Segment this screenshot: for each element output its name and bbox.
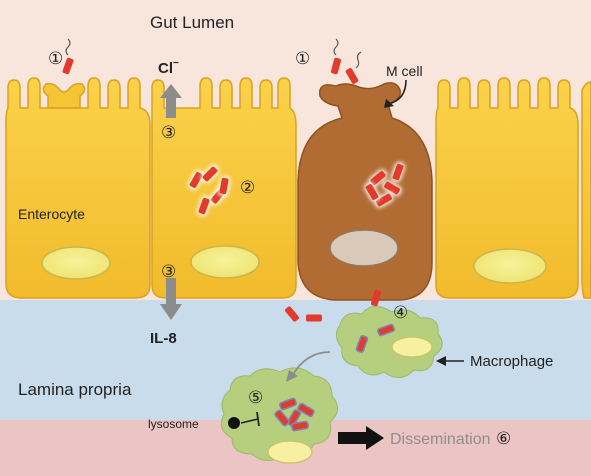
lysosome-label: lysosome <box>148 417 199 431</box>
m-cell-pointer-arrowhead <box>384 99 394 108</box>
bacteria-group <box>62 57 405 432</box>
salmonella-bacterium <box>202 166 218 182</box>
salmonella-bacterium <box>284 306 300 322</box>
step-4-marker: ④ <box>393 303 408 322</box>
flagellum <box>355 51 362 69</box>
nucleus <box>41 246 111 280</box>
salmonella-bacterium <box>189 172 203 188</box>
chloride-secretion-arrow <box>160 84 182 118</box>
salmonella-bacterium <box>345 68 359 84</box>
chloride-label: Cl− <box>158 58 179 77</box>
salmonella-bacterium <box>370 289 382 307</box>
flagellum <box>65 38 71 56</box>
salmonella-bacterium <box>274 409 290 427</box>
step-1-marker-m-cell: ① <box>295 49 310 68</box>
salmonella-bacterium <box>297 402 315 418</box>
salmonella-bacterium <box>219 177 229 195</box>
step-1-marker: ① <box>48 49 63 68</box>
salmonella-bacterium <box>355 335 369 353</box>
enterocyte-cell-edge <box>581 81 591 299</box>
step-5-marker: ⑤ <box>248 388 263 407</box>
il8-secretion-arrow <box>160 278 182 320</box>
salmonella-bacterium <box>376 193 392 207</box>
salmonella-bacterium <box>384 181 400 195</box>
step-2-marker: ② <box>240 178 255 197</box>
salmonella-bacterium <box>306 314 322 322</box>
m-cell <box>297 82 433 301</box>
nucleus <box>190 245 260 279</box>
salmonella-bacterium <box>370 170 386 186</box>
nucleus <box>267 440 313 464</box>
flagellum <box>333 38 339 56</box>
inhibition-bar <box>256 411 260 427</box>
step-3-marker-top: ③ <box>161 123 176 142</box>
salmonella-bacterium <box>279 397 297 411</box>
salmonella-bacterium <box>291 420 309 432</box>
enterocyte-cell-1 <box>5 77 151 299</box>
dissemination-label: Dissemination <box>390 431 490 448</box>
salmonella-bacterium <box>392 163 404 181</box>
dissemination-arrow <box>338 426 384 450</box>
lamina-propria-label: Lamina propria <box>18 380 132 399</box>
salmonella-bacterium <box>198 197 210 215</box>
salmonella-bacterium <box>286 409 302 427</box>
salmonella-bacterium <box>377 323 395 337</box>
gut-lumen-label: Gut Lumen <box>150 13 234 32</box>
migration-arrow <box>291 351 331 377</box>
membrane-ruffle <box>42 82 86 109</box>
salmonella-bacterium <box>62 57 74 75</box>
macrophage-label: Macrophage <box>470 353 553 370</box>
il8-label: IL-8 <box>150 330 177 347</box>
salmonella-bacterium <box>365 184 379 200</box>
step-3-marker-bottom: ③ <box>161 262 176 281</box>
lysosome-organelle <box>228 417 240 429</box>
nucleus <box>391 336 433 358</box>
nucleus <box>473 248 547 284</box>
inhibition-line <box>240 418 259 424</box>
m-cell-pointer-arrow <box>387 79 407 105</box>
enterocyte-cell-3 <box>435 77 579 299</box>
m-cell-nucleus <box>329 229 399 267</box>
macrophage-cell <box>336 306 443 378</box>
m-cell-label: M cell <box>386 63 423 79</box>
enterocyte-label: Enterocyte <box>18 206 85 222</box>
macrophage-pointer-arrowhead <box>436 356 446 366</box>
salmonella-bacterium <box>330 57 342 75</box>
migration-arrowhead <box>286 370 298 382</box>
step-6-marker: ⑥ <box>496 429 511 448</box>
